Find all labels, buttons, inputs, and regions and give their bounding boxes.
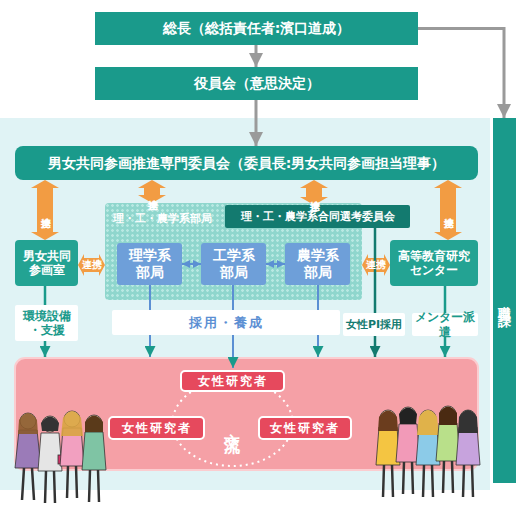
node-text: 女性研究者 — [198, 374, 268, 388]
connector — [44, 286, 47, 305]
connector — [255, 45, 258, 67]
people-illustration-right — [376, 406, 480, 497]
node-text: 男女共同参画推進専門委員会（委員長:男女共同参画担当理事） — [48, 155, 446, 172]
node-text: 理学系 部局 — [121, 247, 178, 281]
node-text: 理・工・農学系合同選考委員会 — [241, 210, 395, 223]
node-text: 女性研究者 — [270, 421, 340, 435]
link-arrow — [300, 180, 328, 205]
connector — [255, 100, 258, 146]
flow-arrow — [149, 335, 151, 357]
department-box: 農学系 部局 — [285, 243, 350, 285]
node-text: 理・工・農学系部局 — [113, 212, 212, 225]
node-text: 交流 — [223, 419, 242, 427]
department-box: 理学系 部局 — [117, 243, 182, 285]
link-arrow — [138, 180, 166, 203]
flow-arrow — [374, 336, 377, 357]
edge-label: 連携 — [366, 260, 386, 270]
flow-arrow — [444, 336, 447, 357]
hiring-box: 採用・養成 — [112, 310, 340, 335]
mentor-box: メンター派遣 — [412, 313, 478, 336]
node-text: 総長（総括責任者:濱口道成） — [163, 20, 351, 37]
node-text: 工学系 部局 — [205, 247, 262, 281]
node-text: 役員会（意思決定） — [194, 75, 320, 92]
node-text: 高等教育研究 センター — [390, 249, 478, 278]
link-arrow — [362, 254, 390, 276]
connector — [418, 29, 504, 119]
node-text: 女性PI採用 — [346, 318, 402, 331]
board-box: 役員会（意思決定） — [95, 67, 418, 100]
researcher-box: 女性研究者 — [108, 416, 205, 440]
node-text: メンター派遣 — [412, 310, 478, 339]
node-text: 女性研究者 — [122, 421, 192, 435]
flow-arrow — [317, 335, 319, 357]
staff-bar: 職員課 — [493, 118, 516, 483]
researcher-box: 女性研究者 — [180, 370, 285, 392]
node-text: 採用・養成 — [189, 315, 264, 331]
edge-label: 連携 — [82, 260, 102, 270]
committee-box: 男女共同参画推進専門委員会（委員長:男女共同参画担当理事） — [15, 146, 478, 180]
department-box: 工学系 部局 — [201, 243, 266, 285]
connector — [444, 286, 447, 313]
connector — [374, 228, 377, 313]
researcher-area — [15, 358, 478, 470]
flow-arrow — [232, 335, 234, 368]
people-illustration-left — [15, 411, 106, 503]
pi-box: 女性PI採用 — [343, 313, 405, 336]
node-text: 男女共同 参画室 — [15, 249, 78, 278]
researcher-box: 女性研究者 — [258, 416, 352, 440]
authority-box: 総長（総括責任者:濱口道成） — [95, 12, 418, 45]
selection-committee-box: 理・工・農学系合同選考委員会 — [225, 205, 410, 228]
node-text: 職員課 — [497, 295, 513, 307]
office-box: 男女共同 参画室 — [15, 240, 78, 286]
link-arrow — [31, 180, 59, 240]
support-box: 環境設備 ・支援 — [15, 305, 78, 341]
center-box: 高等教育研究 センター — [390, 240, 478, 286]
panel-background — [0, 118, 490, 490]
node-text: 環境設備 ・支援 — [15, 309, 78, 338]
link-arrow — [78, 254, 105, 276]
flow-arrow — [44, 341, 47, 357]
link-arrow — [434, 180, 462, 240]
node-text: 農学系 部局 — [289, 247, 346, 281]
